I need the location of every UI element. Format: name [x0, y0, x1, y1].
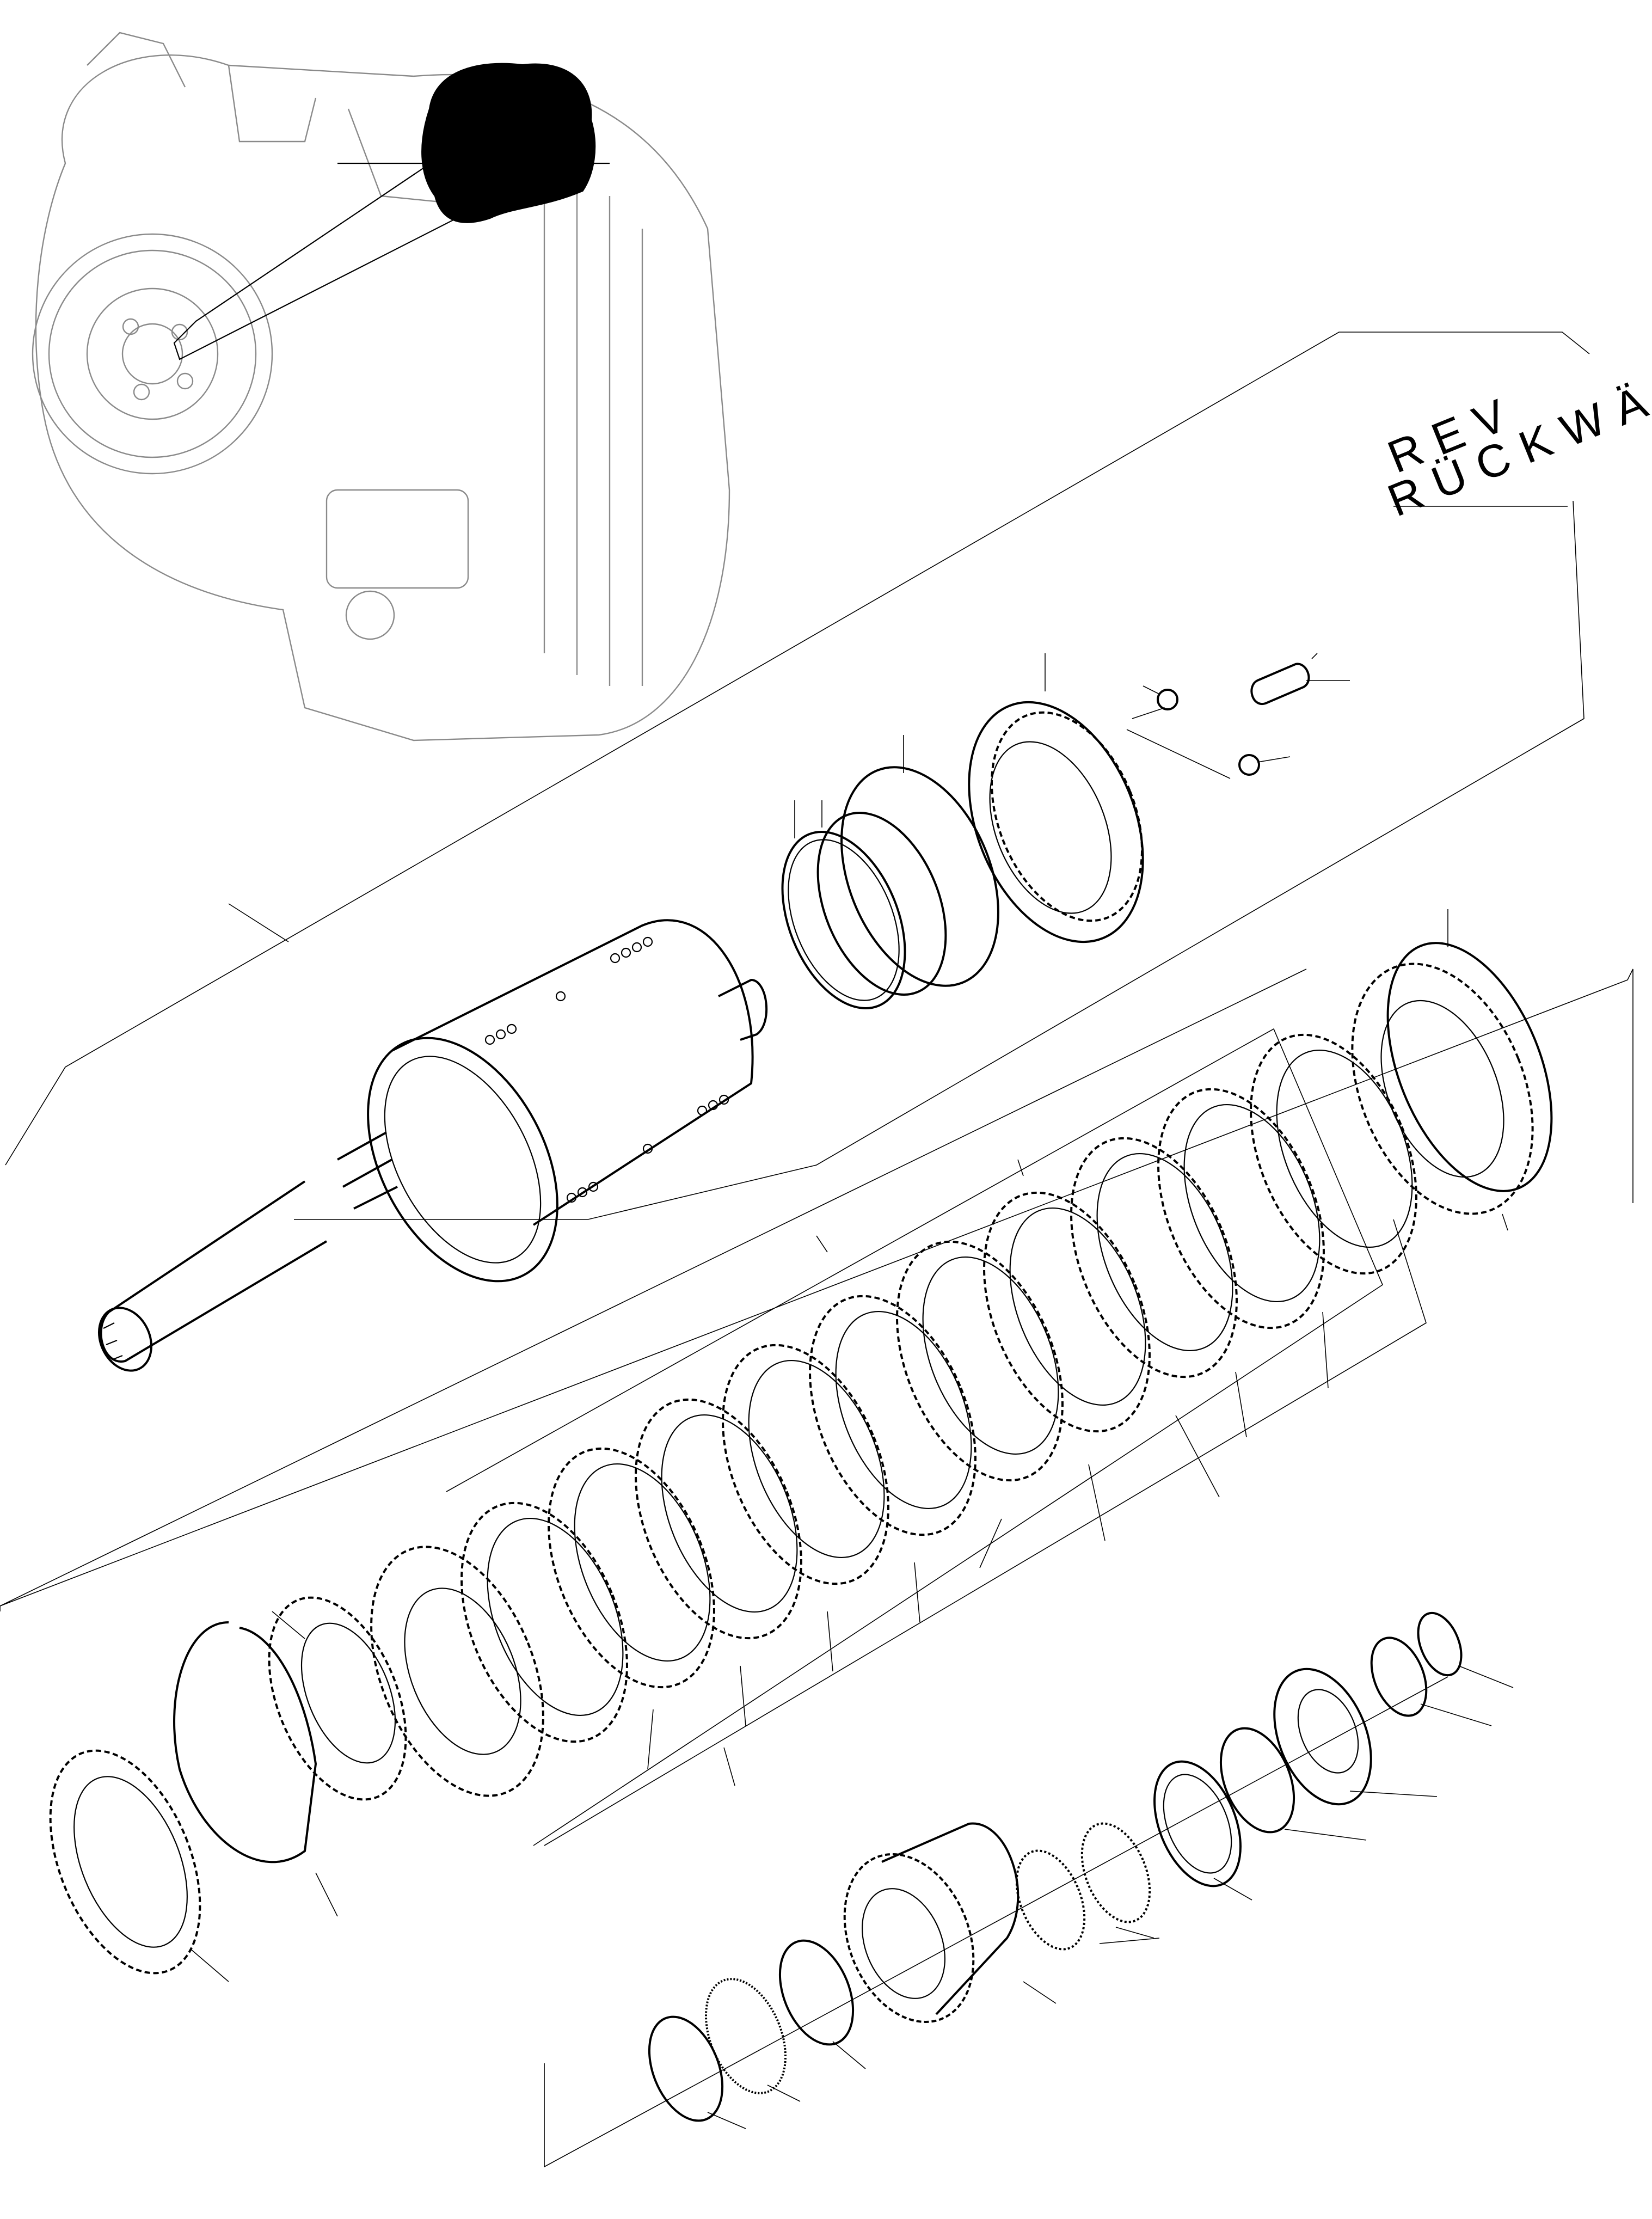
piston-rings [781, 735, 999, 1010]
input-shaft-drum [97, 903, 768, 1372]
clutch-pack-highlight-icon [421, 63, 596, 223]
output-gear-group [544, 1611, 1514, 2168]
clutch-plates [272, 909, 1553, 1797]
clutch-pack-frame [0, 968, 1633, 1846]
upper-group-frame: REV RÜCKWÄR [5, 332, 1652, 1220]
end-plates [49, 1596, 407, 1982]
piston-gear [968, 653, 1350, 943]
transmission-housing [32, 32, 730, 741]
